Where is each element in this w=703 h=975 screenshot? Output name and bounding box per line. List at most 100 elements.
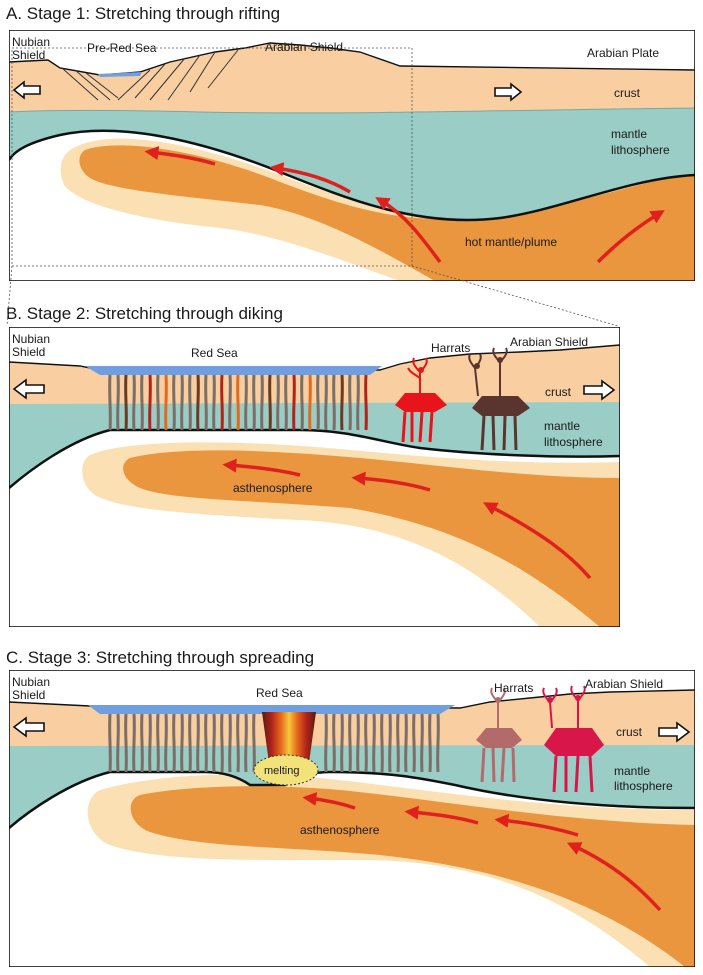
asthenosphere-body-b — [123, 450, 620, 627]
c-asthenosphere-label: asthenosphere — [300, 823, 380, 837]
stage-a-title: A. Stage 1: Stretching through rifting — [6, 4, 281, 23]
dike — [108, 374, 112, 431]
dike — [148, 374, 152, 431]
dike — [204, 374, 208, 431]
dike — [380, 713, 384, 773]
dike — [364, 713, 368, 773]
dike — [420, 713, 424, 773]
dike — [348, 374, 352, 431]
dike — [132, 713, 136, 773]
b-arabian-shield-label: Arabian Shield — [510, 335, 588, 349]
dike — [348, 713, 352, 773]
plate-motion-left-arrow — [12, 80, 41, 100]
dike — [236, 374, 240, 431]
dike — [156, 374, 160, 431]
dike — [124, 374, 128, 431]
panel-c — [9, 670, 695, 967]
harrat-magma-pink — [542, 685, 604, 793]
dike — [244, 713, 248, 773]
dike — [340, 374, 344, 431]
b-crust-label: crust — [545, 385, 572, 399]
dike — [124, 713, 128, 773]
dike — [292, 374, 296, 431]
c-crust-label: crust — [616, 725, 643, 739]
dike — [332, 713, 336, 773]
c-mantle-label-2: lithosphere — [614, 779, 673, 793]
b-mantle-label-1: mantle — [544, 419, 580, 433]
dike — [196, 713, 200, 773]
mantle-flow-arrows-a — [144, 146, 665, 264]
dike — [212, 374, 216, 431]
b-mantle-label-2: lithosphere — [544, 435, 603, 449]
red-sea-water-c — [88, 705, 455, 714]
dike — [108, 713, 112, 773]
a-arabian-shield-label: Arabian Shield — [265, 40, 343, 54]
harrat-magma-dark — [468, 347, 530, 451]
mantle-lithosphere-b — [9, 402, 620, 488]
mantle-flow-arrows-b — [222, 458, 592, 580]
panel-a — [9, 30, 695, 281]
dike — [220, 374, 224, 431]
a-nubian-label-2: Shield — [12, 48, 45, 62]
c-nubian-label-2: Shield — [12, 688, 45, 702]
b-nubian-label-2: Shield — [12, 345, 45, 359]
dike — [228, 374, 232, 431]
dike — [428, 713, 432, 773]
dike — [228, 713, 232, 773]
dike — [188, 713, 192, 773]
dike — [388, 713, 392, 773]
a-mantle-label-1: mantle — [611, 127, 647, 141]
c-plate-motion-left-arrow — [12, 716, 45, 738]
b-plate-motion-right-arrow — [583, 379, 616, 401]
dike — [116, 374, 120, 431]
red-sea-water-b — [85, 366, 382, 375]
dike-swarm-b — [108, 374, 368, 431]
dike — [364, 374, 368, 431]
dike — [356, 713, 360, 773]
dike — [132, 374, 136, 431]
dike — [324, 374, 328, 431]
dike — [308, 374, 312, 431]
dike — [396, 713, 400, 773]
dike — [244, 374, 248, 431]
dike — [140, 374, 144, 431]
c-nubian-label-1: Nubian — [12, 675, 50, 689]
dike — [372, 713, 376, 773]
dike — [220, 713, 224, 773]
pre-red-sea-water — [98, 72, 142, 77]
zoom-region-box — [11, 47, 413, 267]
harrat-magma-red — [395, 357, 447, 443]
dike — [180, 713, 184, 773]
dike — [212, 713, 216, 773]
dike — [340, 713, 344, 773]
a-plume-label: hot mantle/plume — [465, 235, 557, 249]
c-mantle-label-1: mantle — [614, 764, 650, 778]
dike — [276, 374, 280, 431]
dike — [404, 713, 408, 773]
plume-body — [79, 145, 695, 281]
rift-faults — [61, 49, 239, 101]
asthenosphere-body-c — [130, 786, 695, 967]
stage-c-title: C. Stage 3: Stretching through spreading — [6, 648, 315, 667]
dike-swarm-c — [108, 713, 440, 773]
crust-a — [9, 43, 695, 113]
c-plate-motion-right-arrow — [658, 721, 691, 743]
dike — [300, 374, 304, 431]
mantle-lithosphere-a — [9, 108, 695, 221]
dike — [252, 374, 256, 431]
b-harrats-label: Harrats — [431, 341, 470, 355]
dike — [356, 374, 360, 431]
spreading-center — [262, 712, 316, 770]
dike — [436, 713, 440, 773]
dike — [164, 374, 168, 431]
harrat-magma-faded — [476, 687, 522, 783]
dike — [140, 713, 144, 773]
b-plate-motion-left-arrow — [12, 378, 45, 400]
c-red-sea-label: Red Sea — [256, 686, 303, 700]
dike — [260, 374, 264, 431]
b-nubian-label-1: Nubian — [12, 332, 50, 346]
plate-motion-right-arrow — [494, 82, 523, 102]
c-harrats-label: Harrats — [494, 681, 533, 695]
a-crust-label: crust — [614, 86, 641, 100]
